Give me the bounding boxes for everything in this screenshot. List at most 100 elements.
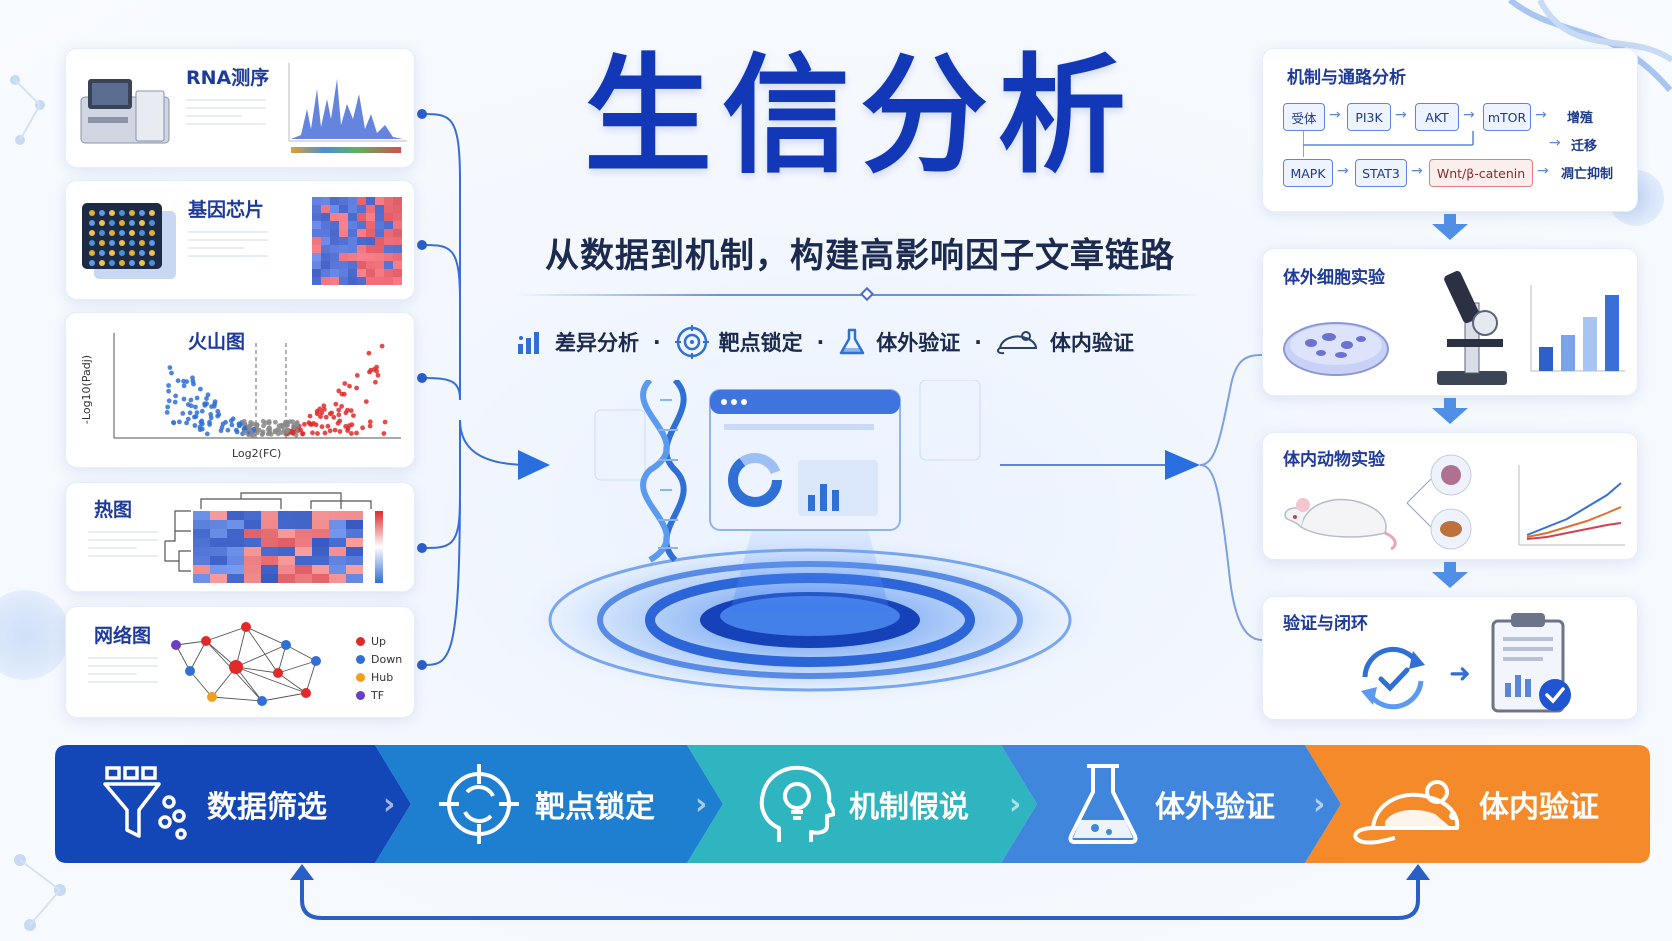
volcano-point	[166, 398, 172, 404]
volcano-point	[225, 427, 231, 433]
volcano-point	[366, 350, 372, 356]
volcano-point	[290, 430, 295, 436]
volcano-point	[351, 413, 356, 418]
heatmap-cell	[330, 261, 339, 269]
clustered-heatmap	[164, 492, 383, 583]
heatmap-cell	[193, 520, 210, 529]
heatmap-cell	[346, 529, 363, 538]
volcano-point	[363, 399, 369, 404]
card-invitro-cell: 体外细胞实验	[1262, 248, 1638, 396]
heatmap-cell	[348, 253, 357, 261]
heatmap-cell	[346, 547, 363, 556]
heatmap-cell	[244, 574, 261, 583]
heatmap-cell	[227, 556, 244, 565]
volcano-point	[311, 421, 316, 426]
volcano-point	[323, 414, 329, 420]
heatmap-cell	[384, 221, 393, 229]
volcano-point	[209, 404, 214, 409]
volcano-point	[332, 427, 338, 433]
pathway-node-stat3: STAT3	[1355, 159, 1407, 187]
heatmap-cell	[278, 511, 295, 520]
subtitle: 从数据到机制，构建高影响因子文章链路	[545, 236, 1175, 276]
heatmap-cell	[278, 556, 295, 565]
heatmap-cell	[330, 205, 339, 213]
dendrogram	[164, 492, 372, 572]
network-edge	[235, 666, 307, 694]
placeholder-text-lines	[88, 657, 158, 689]
heatmap-cell	[339, 229, 348, 237]
network-node	[229, 660, 243, 674]
sequencer-icon	[80, 79, 170, 144]
network-node	[185, 666, 195, 676]
heatmap-cell	[244, 529, 261, 538]
network-edge	[205, 626, 247, 642]
volcano-point	[198, 419, 204, 425]
chip-spot	[99, 210, 105, 216]
heatmap-cell	[312, 205, 321, 213]
heatmap-cell	[312, 538, 329, 547]
volcano-point	[367, 369, 372, 375]
volcano-point	[254, 430, 260, 436]
volcano-point	[346, 423, 352, 428]
heatmap-cell	[348, 205, 357, 213]
heatmap-cell	[244, 538, 261, 547]
volcano-point	[374, 364, 379, 370]
heatmap-cell	[329, 556, 346, 565]
heatmap-cell	[329, 547, 346, 556]
placeholder-text-lines	[186, 99, 266, 131]
heatmap-cell	[244, 547, 261, 556]
volcano-point	[345, 428, 350, 433]
background-dna-helix	[1508, 0, 1672, 92]
heatmap-cell	[375, 253, 384, 261]
heatmap-cell	[312, 529, 329, 538]
chip-spot	[89, 230, 95, 236]
legend-up: Up	[356, 635, 386, 648]
microscope-icon	[1437, 270, 1507, 385]
chip-spot	[119, 230, 125, 236]
heatmap-cell	[375, 269, 384, 277]
down-arrow-stem	[1444, 214, 1456, 224]
volcano-point	[298, 427, 304, 433]
heatmap-cell	[357, 237, 366, 245]
heatmap-cell	[375, 277, 384, 285]
rna-seq-peak-chart	[288, 63, 407, 153]
network-edge	[261, 692, 307, 702]
volcano-point	[318, 414, 323, 419]
heatmap-cell	[348, 269, 357, 277]
heatmap-cell	[295, 529, 312, 538]
heatmap-cell	[339, 205, 348, 213]
arrow-right-icon: →	[1537, 163, 1549, 179]
petri-dish-icon	[1283, 322, 1389, 376]
network-edge	[285, 644, 317, 662]
heatmap-cell	[261, 520, 278, 529]
outcome-proliferation: 增殖	[1567, 111, 1594, 126]
main-title: 生信分析	[583, 42, 1136, 191]
volcano-point	[175, 378, 181, 384]
heatmap-cell	[348, 237, 357, 245]
heatmap-cell	[366, 261, 375, 269]
heatmap-cell	[312, 221, 321, 229]
network-edge	[235, 666, 263, 702]
pathway-node-mapk: MAPK	[1283, 159, 1333, 187]
heatmap-cell	[193, 556, 210, 565]
heatmap-cell	[384, 205, 393, 213]
heatmap-cell	[330, 253, 339, 261]
heatmap-cell	[321, 245, 330, 253]
volcano-point	[327, 428, 333, 434]
heatmap-cell	[312, 269, 321, 277]
step-invitro-validation: 体外验证	[1065, 745, 1275, 863]
chip-spot	[119, 250, 125, 256]
volcano-point	[190, 375, 195, 381]
crosshair-icon	[439, 764, 519, 844]
heatmap-cell	[375, 221, 384, 229]
volcano-point	[273, 419, 278, 425]
volcano-point	[267, 426, 273, 432]
volcano-point	[229, 422, 235, 428]
volcano-point	[251, 426, 257, 432]
heatmap-cell	[329, 574, 346, 583]
feedback-loop-arrow	[290, 864, 1430, 920]
heatmap-cell	[366, 205, 375, 213]
heatmap-cell	[366, 253, 375, 261]
chip-spot	[149, 260, 155, 266]
down-arrow-icon	[1432, 572, 1468, 588]
